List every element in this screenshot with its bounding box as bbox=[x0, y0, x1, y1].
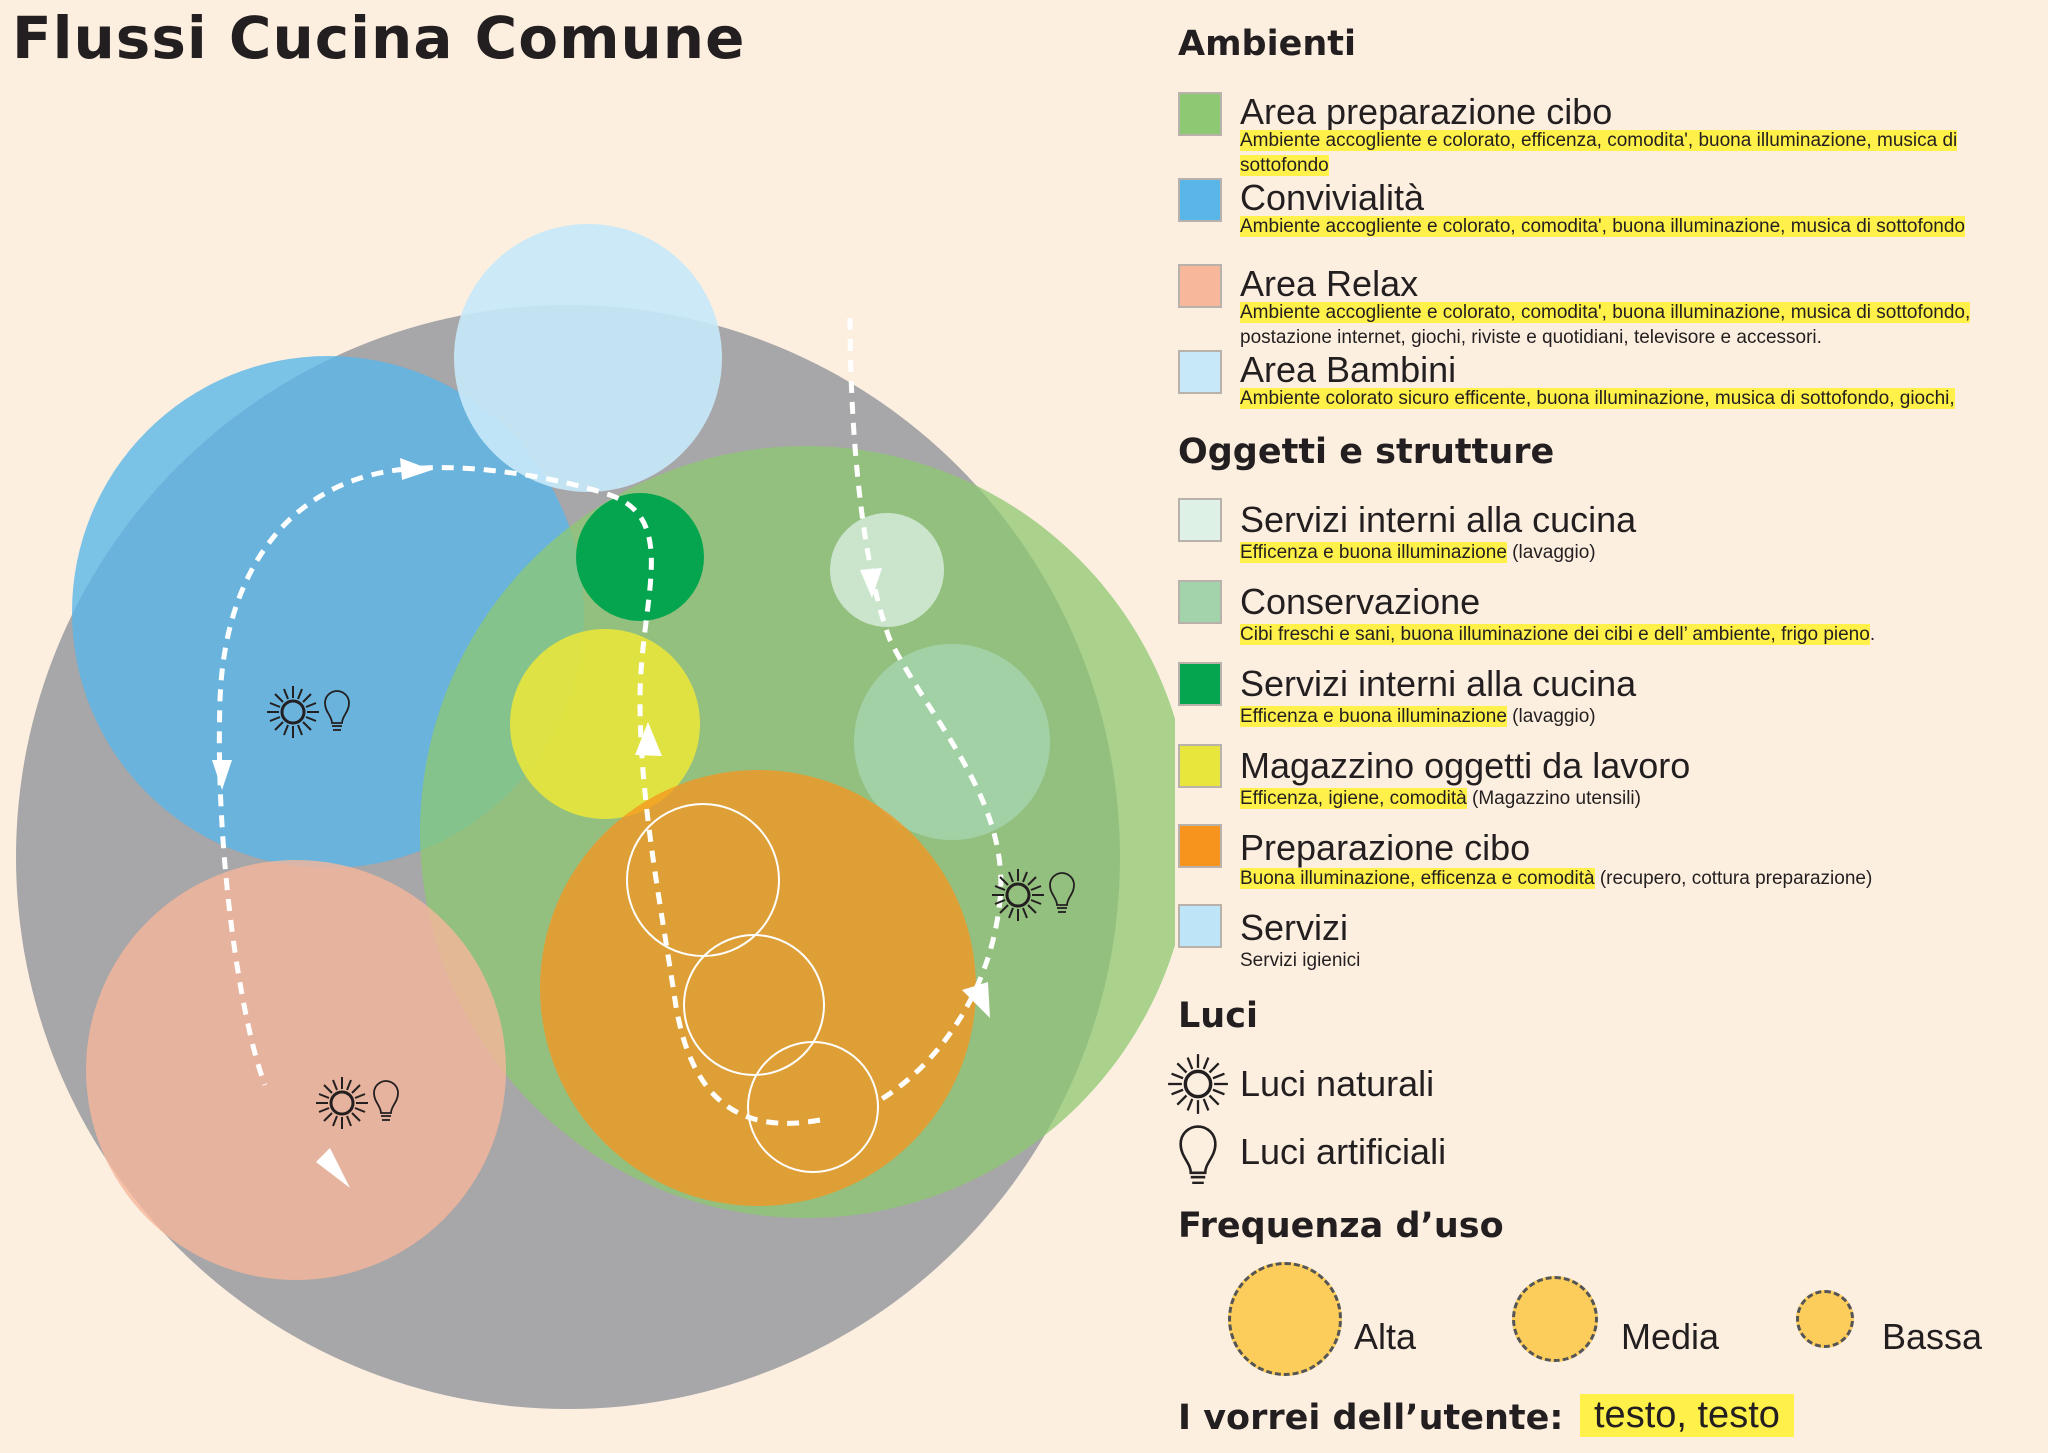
desc-rest: postazione internet, giochi, riviste e q… bbox=[1240, 327, 1822, 348]
legend-item-label: Area preparazione cibo bbox=[1240, 91, 1613, 132]
page-title: Flussi Cucina Comune bbox=[12, 4, 746, 72]
desc-rest: . bbox=[1869, 624, 1876, 645]
legend-swatch bbox=[1178, 662, 1222, 706]
bambini-zone bbox=[454, 224, 722, 492]
desc-rest: (Magazzino utensili) bbox=[1466, 788, 1641, 809]
desc-highlight: Buona illuminazione, efficenza e comodit… bbox=[1240, 868, 1595, 889]
frequency-dot-media bbox=[1512, 1276, 1598, 1362]
desc-rest: Servizi igienici bbox=[1240, 950, 1361, 971]
legend-item-label: Area Relax bbox=[1240, 263, 1419, 304]
flow-path-center bbox=[424, 465, 821, 1126]
flow-paths bbox=[216, 317, 1004, 1126]
desc-highlight: Cibi freschi e sani, buona illuminazione… bbox=[1240, 624, 1870, 645]
wish-value: testo, testo bbox=[1580, 1394, 1794, 1437]
workstation-ring bbox=[683, 934, 825, 1076]
wish-label: I vorrei dell’utente: bbox=[1178, 1398, 1564, 1438]
desc-rest: (lavaggio) bbox=[1506, 706, 1596, 727]
frequency-dot-alta bbox=[1228, 1262, 1342, 1376]
workstation-ring bbox=[747, 1041, 879, 1173]
luci-heading: Luci bbox=[1178, 996, 1258, 1036]
legend-swatch bbox=[1178, 264, 1222, 308]
ambienti-heading: Ambienti bbox=[1178, 24, 1356, 64]
frequency-dot-bassa bbox=[1796, 1290, 1854, 1348]
flow-arrow bbox=[860, 568, 882, 598]
frequency-label-bassa: Bassa bbox=[1882, 1316, 1983, 1357]
desc-highlight: Ambiente colorato sicuro efficente, buon… bbox=[1240, 388, 1955, 409]
desc-highlight: Efficenza e buona illuminazione bbox=[1240, 706, 1507, 727]
flow-arrow bbox=[962, 982, 990, 1018]
flow-arrow bbox=[212, 760, 232, 790]
legend-item-desc: Ambiente colorato sicuro efficente, buon… bbox=[1240, 386, 2040, 411]
legend-item-desc: Efficenza e buona illuminazione (lavaggi… bbox=[1240, 540, 2040, 565]
legend-item-label: Conservazione bbox=[1240, 581, 1481, 622]
flow-arrow bbox=[400, 458, 432, 480]
legend-swatch bbox=[1178, 824, 1222, 868]
flow-path-right bbox=[847, 317, 1004, 1103]
legend-swatch bbox=[1178, 350, 1222, 394]
luci-artificiali-label: Luci artificiali bbox=[1240, 1131, 1447, 1172]
oggetti-heading: Oggetti e strutture bbox=[1178, 432, 1555, 472]
servizi-interni-light bbox=[830, 513, 944, 627]
flow-arrow bbox=[316, 1148, 350, 1188]
magazzino-zone bbox=[510, 629, 700, 819]
legend-item-desc: Cibi freschi e sani, buona illuminazione… bbox=[1240, 622, 2040, 647]
legend-item-desc: Ambiente accogliente e colorato, comodit… bbox=[1240, 300, 2040, 350]
legend-item-label: Preparazione cibo bbox=[1240, 827, 1531, 868]
legend-item-desc: Efficenza, igiene, comodità (Magazzino u… bbox=[1240, 786, 2040, 811]
frequenza-heading: Frequenza d’uso bbox=[1178, 1206, 1504, 1246]
legend-item-label: Magazzino oggetti da lavoro bbox=[1240, 745, 1691, 786]
legend-item-label: Convivialità bbox=[1240, 177, 1425, 218]
legend-item-desc: Ambiente accogliente e colorato, comodit… bbox=[1240, 214, 2040, 239]
frequency-label-alta: Alta bbox=[1354, 1316, 1417, 1357]
desc-highlight: Ambiente accogliente e colorato, efficen… bbox=[1240, 130, 1958, 176]
desc-highlight: Efficenza e buona illuminazione bbox=[1240, 542, 1507, 563]
bulb-icon bbox=[1179, 1125, 1217, 1184]
legend-swatch bbox=[1178, 92, 1222, 136]
legend-swatch bbox=[1178, 904, 1222, 948]
legend-item-desc: Buona illuminazione, efficenza e comodit… bbox=[1240, 866, 2040, 891]
flow-path-left bbox=[216, 465, 426, 1086]
legend-swatch bbox=[1178, 580, 1222, 624]
desc-highlight: Ambiente accogliente e colorato, comodit… bbox=[1240, 302, 1971, 323]
legend-item-label: Servizi interni alla cucina bbox=[1240, 499, 1637, 540]
desc-rest: (recupero, cottura preparazione) bbox=[1594, 868, 1873, 889]
legend-swatch bbox=[1178, 498, 1222, 542]
legend-item-desc: Servizi igienici bbox=[1240, 948, 2040, 973]
legend-swatch bbox=[1178, 744, 1222, 788]
desc-rest: (lavaggio) bbox=[1506, 542, 1596, 563]
legend-swatch bbox=[1178, 178, 1222, 222]
flow-diagram bbox=[16, 224, 1175, 1409]
desc-highlight: Efficenza, igiene, comodità bbox=[1240, 788, 1467, 809]
legend-item-label: Area Bambini bbox=[1240, 349, 1457, 390]
luci-naturali-label: Luci naturali bbox=[1240, 1063, 1435, 1104]
servizi-interni-dark bbox=[576, 493, 704, 621]
legend-item-desc: Efficenza e buona illuminazione (lavaggi… bbox=[1240, 704, 2040, 729]
legend-item-label: Servizi bbox=[1240, 907, 1349, 948]
sun-icon bbox=[1166, 1054, 1230, 1114]
relax-zone bbox=[86, 860, 506, 1280]
frequency-label-media: Media bbox=[1621, 1316, 1720, 1357]
legend-item-label: Servizi interni alla cucina bbox=[1240, 663, 1637, 704]
legend-item-desc: Ambiente accogliente e colorato, efficen… bbox=[1240, 128, 2040, 178]
preparazione-cibo-core bbox=[540, 770, 976, 1206]
desc-highlight: Ambiente accogliente e colorato, comodit… bbox=[1240, 216, 1965, 237]
flow-arrow bbox=[635, 722, 662, 756]
